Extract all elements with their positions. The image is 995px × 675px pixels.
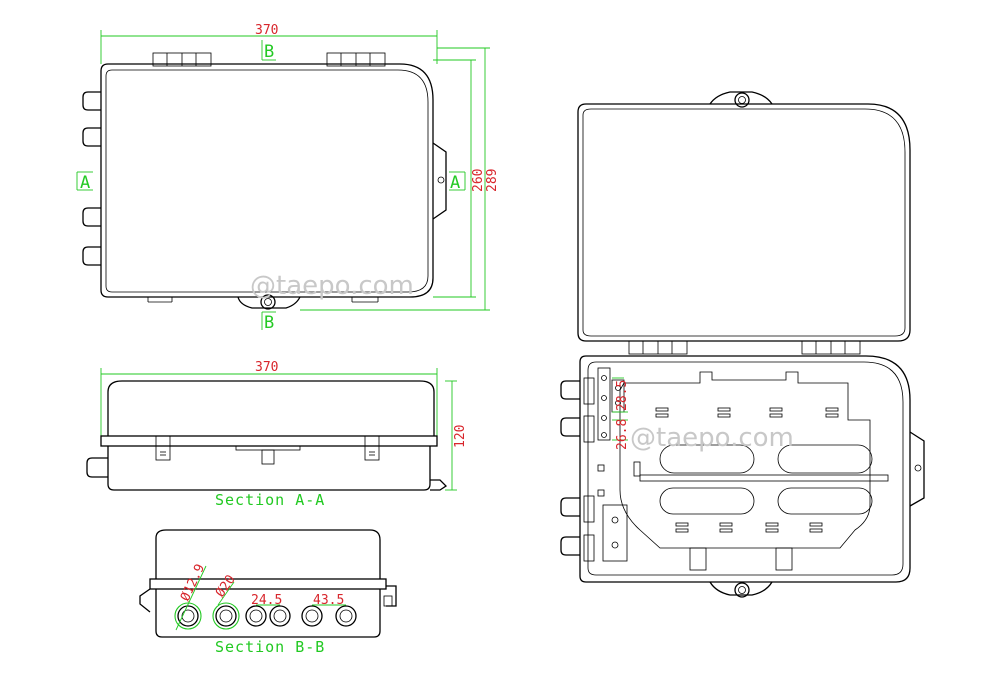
lock-lug-icon bbox=[709, 581, 773, 598]
label-section-bb: Section B-B bbox=[215, 638, 325, 656]
dim-spacing-large: 43.5 bbox=[313, 593, 344, 608]
dim-detail-a: 28.5 bbox=[615, 380, 630, 411]
dim-height-inner: 260 bbox=[471, 169, 486, 192]
top-view: 370 B bbox=[76, 23, 500, 333]
lock-lug-icon bbox=[237, 294, 301, 310]
hinge-icon bbox=[628, 340, 861, 355]
watermark: @taepo.com bbox=[250, 271, 414, 301]
section-bb-view: Ø12.9 Ø20 24.5 43.5 Section B-B bbox=[139, 529, 397, 656]
dim-detail-b: 26.8 bbox=[615, 419, 630, 450]
dim-depth: 120 bbox=[453, 425, 468, 448]
dim-width-front: 370 bbox=[255, 360, 278, 375]
lock-lug-icon bbox=[709, 91, 773, 108]
dim-height-outer: 289 bbox=[485, 169, 500, 192]
dim-dia-small: Ø12.9 bbox=[178, 562, 208, 604]
section-mark-a-right: A bbox=[450, 173, 460, 193]
section-aa-view: 370 120 Section A-A bbox=[86, 360, 468, 509]
watermark: @taepo.com bbox=[630, 423, 794, 453]
cable-gland-icon bbox=[177, 605, 357, 627]
open-box-view: 28.5 26.8 bbox=[560, 91, 925, 598]
section-mark-b-bottom: B bbox=[264, 313, 274, 333]
cable-gland-icon bbox=[560, 380, 580, 556]
dim-dia-large: Ø20 bbox=[213, 572, 239, 600]
label-section-aa: Section A-A bbox=[215, 491, 325, 509]
dim-spacing-small: 24.5 bbox=[251, 593, 282, 608]
dim-width-top: 370 bbox=[255, 23, 278, 38]
section-mark-a-left: A bbox=[80, 173, 90, 193]
section-mark-b-top: B bbox=[264, 42, 274, 62]
cable-gland-icon bbox=[82, 91, 101, 266]
screw-icon bbox=[655, 407, 839, 533]
